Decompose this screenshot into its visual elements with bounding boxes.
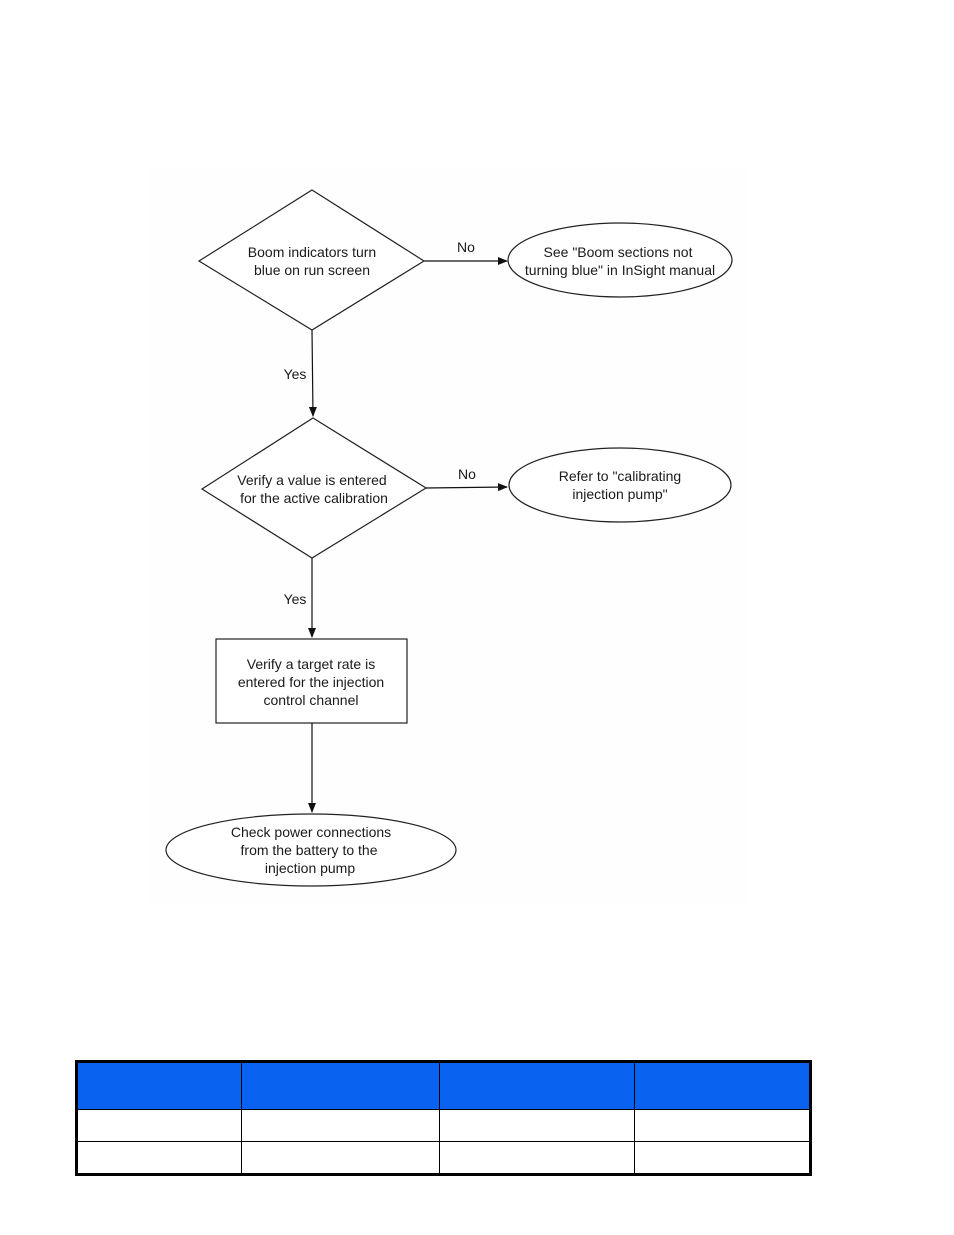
- flowchart: Boom indicators turn blue on run screen …: [165, 189, 733, 887]
- process-verify-target-rate-line-2: entered for the injection: [238, 674, 384, 690]
- decision-boom-indicators: Boom indicators turn blue on run screen: [197, 189, 426, 331]
- terminal-refer-calibrating: Refer to "calibrating injection pump": [508, 447, 732, 523]
- decision-verify-value-line-2: for the active calibration: [240, 490, 388, 506]
- table-cell: [438, 1109, 635, 1142]
- terminal-boom-manual-line-2: turning blue" in InSight manual: [525, 262, 715, 278]
- edge-no-boom: No: [424, 239, 508, 265]
- edge-yes-boom: Yes: [284, 329, 317, 417]
- edge-label-yes-2: Yes: [284, 591, 307, 607]
- edge-label-no-1: No: [457, 239, 475, 255]
- table-header-cell: [241, 1061, 440, 1110]
- terminal-check-power-line-3: injection pump: [265, 860, 355, 876]
- table-cell: [241, 1109, 440, 1142]
- process-verify-target-rate-line-1: Verify a target rate is: [247, 656, 375, 672]
- terminal-check-power: Check power connections from the battery…: [165, 813, 457, 887]
- terminal-check-power-line-2: from the battery to the: [241, 842, 378, 858]
- table-cell: [75, 1141, 243, 1175]
- decision-verify-value-line-1: Verify a value is entered: [237, 472, 386, 488]
- edge-label-no-2: No: [458, 466, 476, 482]
- terminal-check-power-line-1: Check power connections: [231, 824, 391, 840]
- table-header-cell: [75, 1061, 243, 1110]
- edge-yes-calibration: Yes: [284, 558, 316, 638]
- edge-label-yes-1: Yes: [284, 366, 307, 382]
- process-verify-target-rate: Verify a target rate is entered for the …: [215, 638, 408, 724]
- table-cell: [75, 1109, 243, 1142]
- table-row: [75, 1141, 812, 1175]
- data-table: [75, 1060, 812, 1176]
- terminal-refer-calibrating-line-2: injection pump": [572, 486, 667, 502]
- process-verify-target-rate-line-3: control channel: [264, 692, 359, 708]
- terminal-boom-manual: See "Boom sections not turning blue" in …: [507, 222, 733, 298]
- table-cell: [241, 1141, 440, 1175]
- table-row: [75, 1109, 812, 1142]
- edge-no-calibration: No: [425, 466, 508, 492]
- decision-boom-indicators-line-1: Boom indicators turn: [248, 244, 376, 260]
- table-header-row: [75, 1061, 812, 1110]
- decision-boom-indicators-line-2: blue on run screen: [254, 262, 370, 278]
- terminal-refer-calibrating-line-1: Refer to "calibrating: [559, 468, 681, 484]
- table-cell: [633, 1109, 812, 1142]
- terminal-boom-manual-line-1: See "Boom sections not: [544, 244, 693, 260]
- table-cell: [438, 1141, 635, 1175]
- table-header-cell: [633, 1061, 812, 1110]
- table-cell: [633, 1141, 812, 1175]
- table-header-cell: [438, 1061, 635, 1110]
- flowchart-panel: Boom indicators turn blue on run screen …: [150, 168, 746, 904]
- decision-verify-value: Verify a value is entered for the active…: [200, 417, 428, 559]
